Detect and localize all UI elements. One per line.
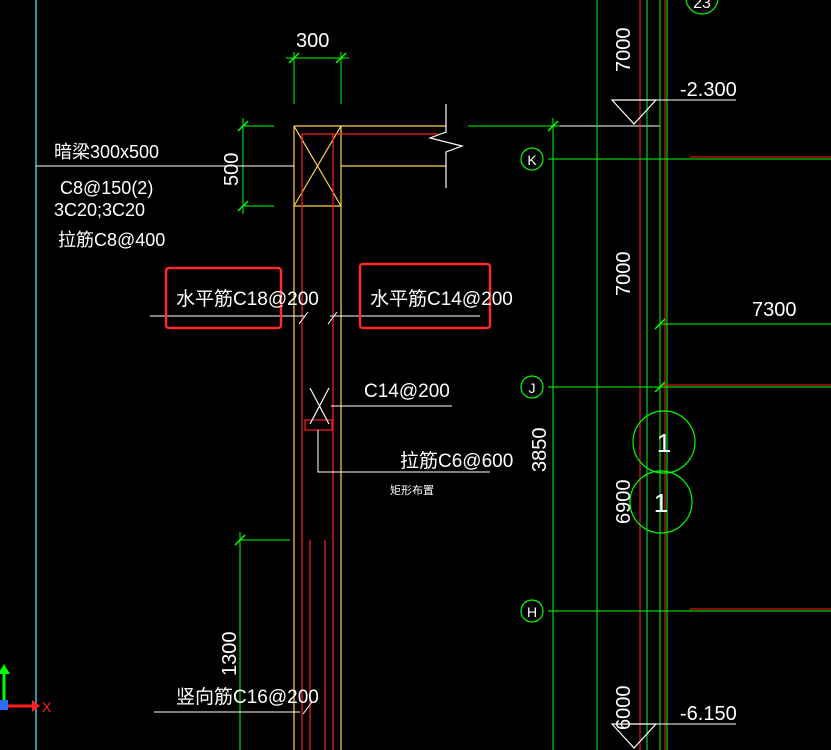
axis-bubble-j[interactable]: J <box>520 375 544 399</box>
wall-outline[interactable] <box>293 125 446 750</box>
svg-text:1: 1 <box>657 428 671 458</box>
section-mark-1[interactable]: 1 <box>632 410 696 474</box>
dim-1300[interactable] <box>234 532 290 750</box>
dim-6000-label: 6000 <box>613 686 635 731</box>
wall-rebar[interactable] <box>301 133 438 750</box>
svg-text:-6.150: -6.150 <box>680 703 737 725</box>
elevation-marker-top[interactable]: -2.300 <box>610 79 737 125</box>
elevation-marker-bottom[interactable]: -6.150 <box>610 703 737 749</box>
long-bars-label: 3C20;3C20 <box>54 200 145 220</box>
bottom-bar-label: 竖向筋C16@200 <box>176 686 319 708</box>
dim-tick <box>654 381 666 393</box>
ucs-icon: X <box>0 664 52 715</box>
dim-1300-label: 1300 <box>219 632 241 677</box>
svg-text:X: X <box>42 699 52 715</box>
dim-6900-label: 6900 <box>613 480 635 525</box>
beam-label: 暗梁300x500 <box>54 142 159 162</box>
svg-text:23: 23 <box>693 0 711 12</box>
dim-3850-label: 3850 <box>529 428 551 473</box>
bar-tag-x <box>309 387 330 425</box>
top-mark[interactable]: 23 <box>685 0 719 15</box>
leader-tie <box>317 430 490 473</box>
dim-500-label: 500 <box>221 153 243 186</box>
wall-break-mark <box>302 701 313 715</box>
tie-bar-label: 拉筋C8@400 <box>58 230 165 250</box>
highlight-box-right[interactable] <box>358 262 492 330</box>
svg-text:1: 1 <box>654 488 668 518</box>
tie-bar-wall-label: 拉筋C6@600 <box>400 450 513 472</box>
wall-break-mark <box>298 311 309 325</box>
tie-arrangement-label: 矩形布置 <box>390 484 434 497</box>
dim-300[interactable] <box>286 52 349 104</box>
dim-tick <box>654 318 666 330</box>
horiz-bar-left-label: 水平筋C18@200 <box>176 288 319 310</box>
break-line <box>427 104 465 188</box>
section-mark-2[interactable]: 1 <box>629 470 693 534</box>
vert-bar-label: C14@200 <box>364 381 450 402</box>
svg-text:H: H <box>527 604 537 620</box>
axis-bubble-h[interactable]: H <box>520 599 544 623</box>
horiz-bar-right-label: 水平筋C14@200 <box>370 288 513 310</box>
wall-break-mark <box>327 311 338 325</box>
dim-7000-mid-label: 7000 <box>613 252 635 297</box>
dim-7300-label: 7300 <box>752 299 797 321</box>
svg-text:J: J <box>529 380 536 396</box>
stirrup-label: C8@150(2) <box>60 178 153 198</box>
dim-300-label: 300 <box>296 30 329 52</box>
svg-text:K: K <box>527 152 537 168</box>
svg-text:-2.300: -2.300 <box>680 79 737 101</box>
highlight-box-left[interactable] <box>164 266 283 330</box>
axis-bubble-k[interactable]: K <box>520 147 544 171</box>
dim-7000-top-label: 7000 <box>613 28 635 73</box>
